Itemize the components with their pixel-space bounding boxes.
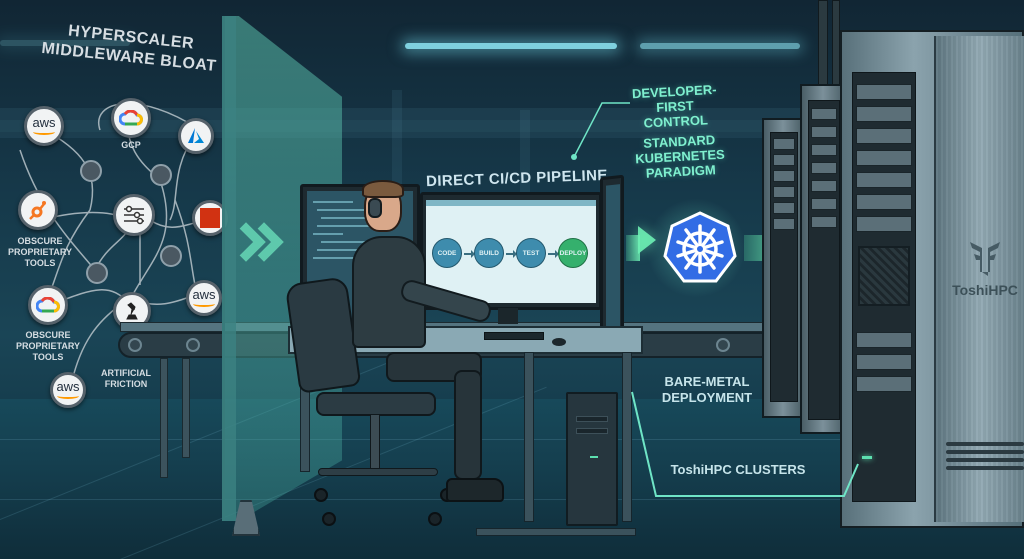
flow-arrow-shaft [626, 235, 640, 261]
power-led [590, 456, 598, 458]
monitor-stand [498, 308, 518, 324]
hubspot-icon [29, 201, 46, 220]
vent-slot [946, 466, 1024, 470]
chair-wheel [322, 512, 336, 526]
conveyor-leg [182, 358, 190, 458]
desk-leg [622, 352, 632, 522]
aws-node: aws [186, 280, 222, 316]
sliders-icon [124, 205, 144, 225]
hyperscaler-title: HYPERSCALER MIDDLEWARE BLOAT [28, 18, 231, 79]
bare-metal-label: BARE-METAL DEPLOYMENT [661, 374, 753, 405]
chair-post [370, 414, 380, 470]
robot-arm-icon [126, 302, 138, 320]
chair-wheel [314, 488, 328, 502]
developer-first-callout: DEVELOPER-FIRST CONTROL [631, 81, 717, 131]
conveyor-roller [128, 338, 142, 352]
clusters-bracket [631, 391, 859, 497]
status-led [862, 456, 872, 459]
settings-tool-node [113, 194, 155, 236]
chair-seat [316, 392, 436, 416]
glass-edge [222, 16, 236, 521]
headset-icon [368, 198, 382, 218]
desk-leg [524, 352, 534, 522]
chair-wheel [428, 512, 442, 526]
pipeline-title: DIRECT CI/CD PIPELINE [425, 166, 608, 191]
developer-boot [446, 478, 504, 502]
chair-base [318, 468, 438, 476]
hub-node [80, 160, 102, 182]
pipeline-screen: CODE BUILD TEST DEPLOY [426, 200, 596, 303]
mouse [552, 338, 566, 346]
aws-smile-icon [57, 393, 79, 399]
desk-foot [476, 528, 636, 536]
pipeline-step-test: TEST [516, 238, 546, 268]
google-cloud-node [28, 285, 68, 325]
ceiling-light [405, 43, 617, 49]
conveyor-roller [716, 338, 730, 352]
ceiling-cable [818, 0, 828, 90]
conveyor-leg [160, 358, 168, 478]
aws-smile-icon [33, 129, 55, 135]
pipeline-step-code: CODE [432, 238, 462, 268]
aws-node: aws [50, 372, 86, 408]
arrow-right-icon [548, 250, 559, 258]
developer-hair [362, 180, 404, 198]
vent-slot [946, 442, 1024, 446]
aws-node: aws [24, 106, 64, 146]
kubernetes-helm-icon [663, 211, 737, 283]
cabinet-door [934, 36, 1024, 522]
clusters-label: ToshiHPC CLUSTERS [670, 462, 806, 477]
fan-grille [858, 246, 910, 306]
gcp-node [111, 98, 151, 138]
hub-node [150, 164, 172, 186]
pipeline-step-deploy: DEPLOY [558, 238, 588, 268]
proprietary-tool-node [18, 190, 58, 230]
gcp-label: GCP [121, 140, 141, 150]
vent-slot [946, 458, 1024, 462]
server-rack [762, 118, 804, 418]
callout-leader-line [571, 102, 630, 160]
hub-node [160, 245, 182, 267]
google-cloud-icon [119, 110, 143, 126]
azure-icon [188, 128, 204, 143]
pc-tower [566, 392, 618, 526]
brand-name: ToshiHPC [952, 282, 1018, 298]
green-arrow-icon [638, 226, 656, 254]
ceiling-light [0, 40, 130, 46]
side-monitor [600, 174, 624, 336]
aws-smile-icon [193, 301, 215, 307]
arrow-right-icon [464, 250, 475, 258]
google-cloud-icon [36, 297, 60, 313]
toshihpc-logo-icon [970, 242, 1000, 276]
obscure-tools-label: OBSCURE PROPRIETARY TOOLS [8, 236, 73, 268]
artificial-friction-label: ARTIFICIAL FRICTION [101, 368, 151, 389]
kubernetes-callout: STANDARD KUBERNETES PARADIGM [634, 132, 726, 181]
hub-node [86, 262, 108, 284]
ceiling-light [640, 43, 800, 49]
conveyor-roller [186, 338, 200, 352]
azure-node [178, 118, 214, 154]
vent-slot [946, 450, 1024, 454]
aws-service-icon [200, 208, 220, 228]
arrow-right-icon [506, 250, 517, 258]
keyboard [484, 332, 544, 340]
obscure-tools-label: OBSCURE PROPRIETARY TOOLS [15, 330, 80, 362]
pipeline-step-build: BUILD [474, 238, 504, 268]
developer-shin [454, 370, 482, 480]
